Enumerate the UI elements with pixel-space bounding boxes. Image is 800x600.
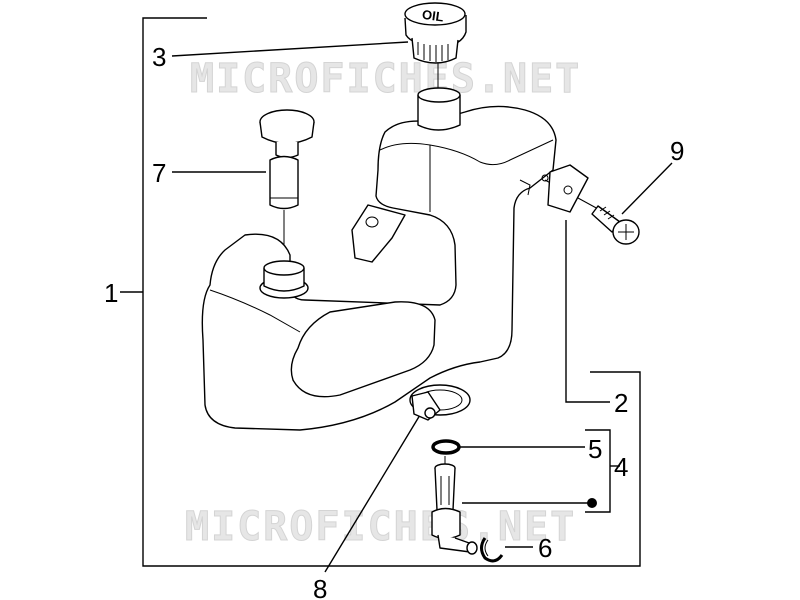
callout-9: 9 [670, 136, 684, 166]
callout-7: 7 [152, 158, 166, 188]
leader-8 [324, 414, 421, 573]
callout-6: 6 [538, 533, 552, 563]
hose-clamp [409, 384, 471, 421]
callout-1: 1 [104, 278, 118, 308]
oil-tank [201, 87, 557, 431]
filter-fitting [431, 463, 478, 555]
watermark-bottom: MICROFICHES.NET [185, 504, 576, 550]
bracket-4 [585, 429, 611, 513]
watermark-top: MICROFICHES.NET [190, 56, 581, 102]
leader-dot [587, 498, 597, 508]
leader-9 [621, 162, 673, 215]
callout-2: 2 [614, 388, 628, 418]
bracket-1 [142, 17, 641, 567]
leader-2 [565, 220, 610, 403]
leader-3 [171, 41, 409, 57]
callout-4: 4 [614, 452, 628, 482]
mounting-screw [591, 205, 640, 245]
oil-cap: OIL [404, 2, 467, 64]
callout-3: 3 [152, 42, 166, 72]
callout-8: 8 [313, 574, 327, 600]
cap-label: OIL [421, 7, 445, 25]
mounting-clip [547, 164, 589, 213]
level-plug [259, 109, 315, 210]
o-ring [431, 439, 461, 455]
callout-5: 5 [588, 434, 602, 464]
hose-clip [480, 537, 504, 563]
